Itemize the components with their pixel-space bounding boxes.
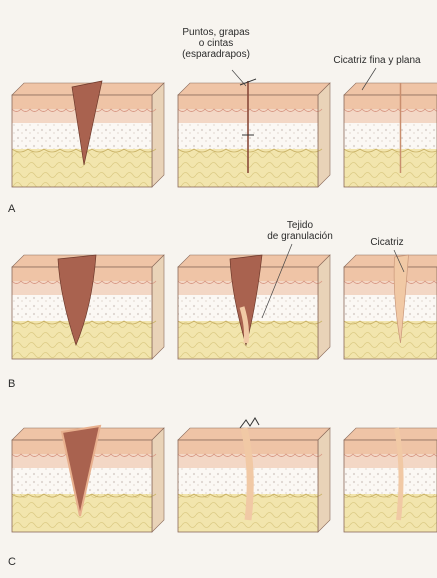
granulation-tissue-label: Tejido de granulación <box>257 220 343 242</box>
thin-flat-scar-label: Cicatriz fina y plana <box>322 55 432 66</box>
skin-block-r1-c3 <box>344 83 437 187</box>
skin-block-r3-c2 <box>178 418 330 532</box>
delayed-sutures <box>240 418 259 428</box>
skin-block-r2-c1 <box>12 255 164 359</box>
skin-block-r1-c2 <box>178 79 330 187</box>
skin-block-r3-c3 <box>344 428 437 532</box>
skin-block-r1-c1 <box>12 81 164 187</box>
skin-block-r2-c2 <box>178 255 330 359</box>
skin-block-r3-c1 <box>12 426 164 532</box>
row-label-c: C <box>8 556 16 568</box>
row-label-a: A <box>8 203 15 215</box>
row-label-b: B <box>8 378 15 390</box>
sutures-label: Puntos, grapas o cintas (esparadrapos) <box>170 27 262 60</box>
scar-label: Cicatriz <box>362 237 412 248</box>
skin-block-r2-c3 <box>344 255 437 359</box>
